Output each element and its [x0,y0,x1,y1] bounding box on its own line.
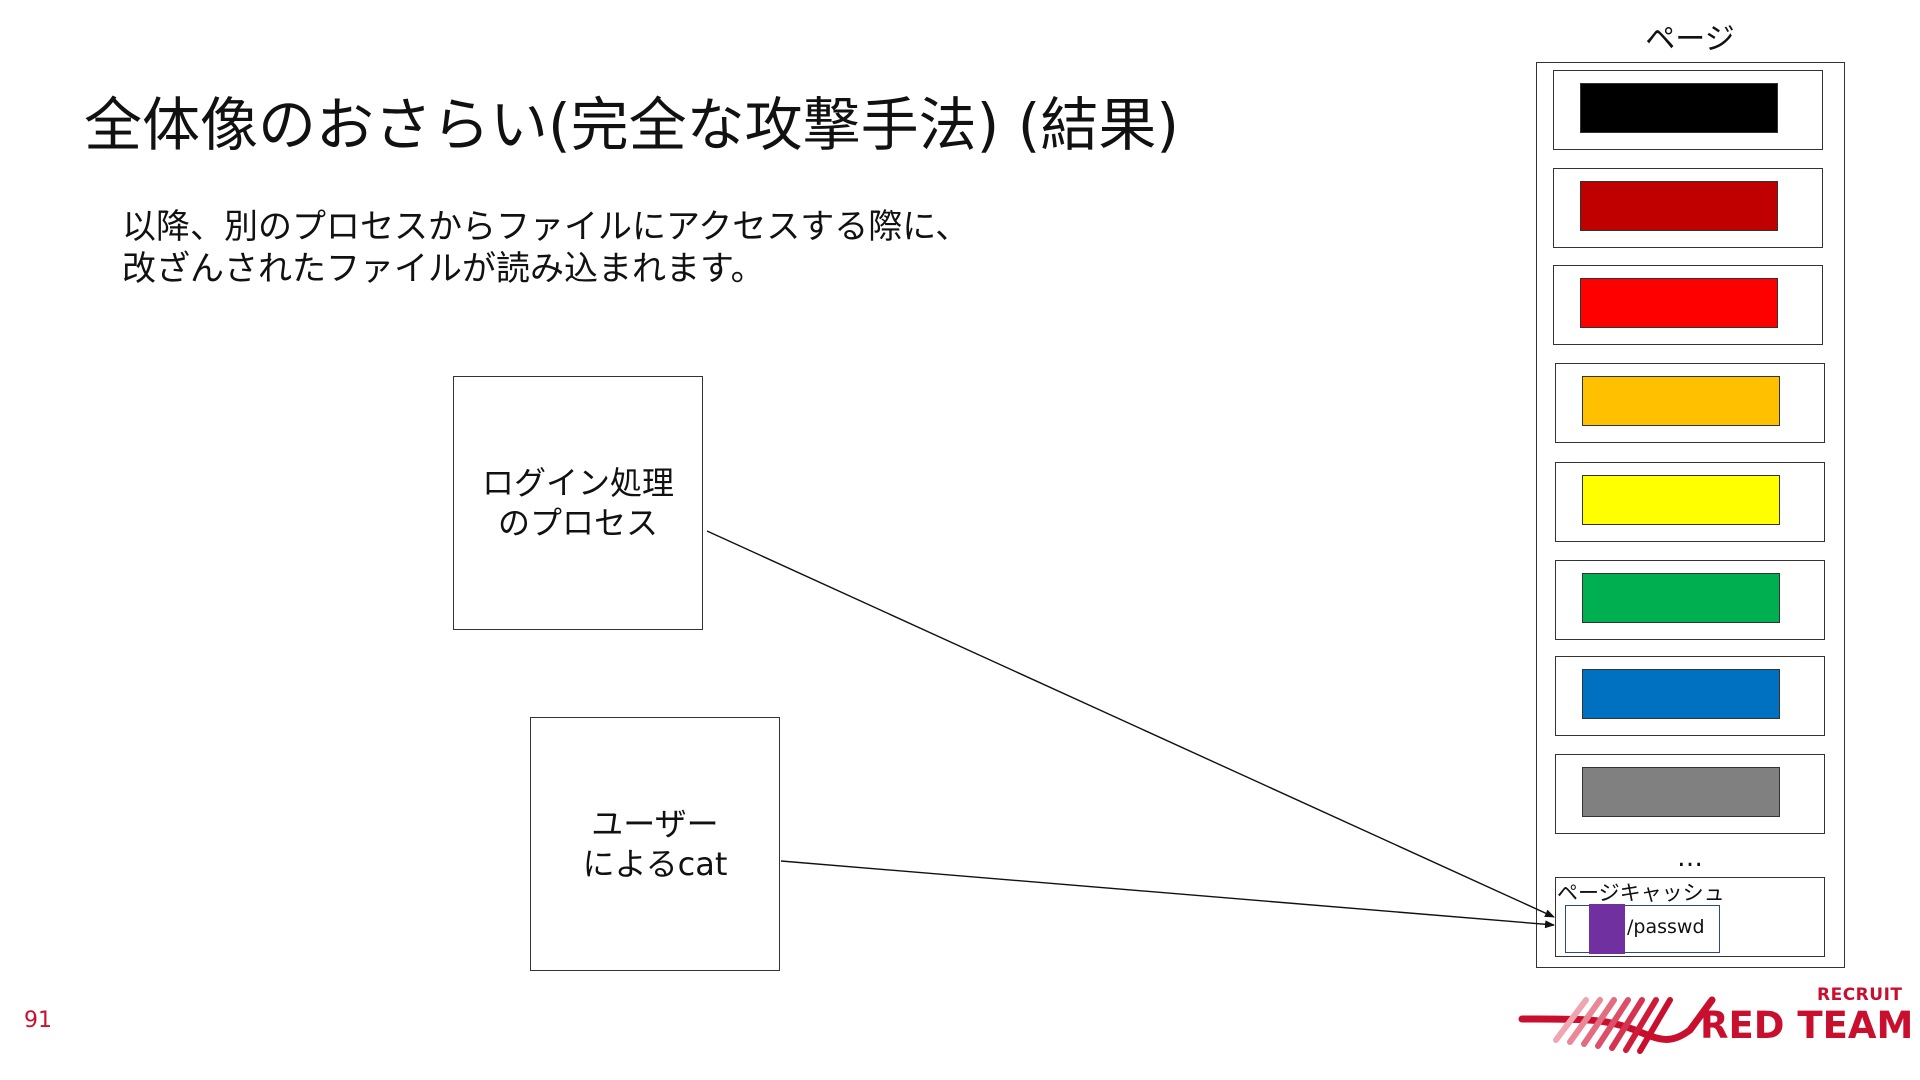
page-slot [1555,363,1825,443]
subtitle-line-2: 改ざんされたファイルが読み込まれます。 [122,249,765,289]
cat-to-cache-arrow [780,860,1555,929]
cat-process-label-line-1: ユーザー [591,805,719,843]
logo-swoosh-icon [1518,996,1716,1054]
login-to-cache-arrow [706,530,1555,918]
cat-process-label-line-2: によるcat [582,845,728,883]
page-slot [1555,754,1825,834]
login-process-label-line-1: ログイン処理 [481,464,674,502]
page-fill-gray [1582,767,1780,817]
page-fill-blue [1582,669,1780,719]
page-fill-green [1582,573,1780,623]
page-fill-dark-red [1580,181,1778,231]
page-slot [1553,265,1823,345]
page-number: 91 [24,1008,52,1033]
page-slot [1555,560,1825,640]
page-fill-orange [1582,376,1780,426]
login-process-box: ログイン処理 のプロセス [453,376,703,630]
page-fill-red [1580,278,1778,328]
page-cache-label: ページキャッシュ [1557,881,1725,905]
more-pages-ellipsis: … [1677,843,1705,873]
page-column-label: ページ [1645,22,1735,57]
logo-redteam-text: RED TEAM [1700,1004,1914,1047]
page-slot [1555,462,1825,542]
slide-title: 全体像のおさらい(完全な攻撃手法) (結果) [84,91,1179,159]
slide-subtitle: 以降、別のプロセスからファイルにアクセスする際に、 改ざんされたファイルが読み込… [122,206,969,290]
tampered-file-marker [1589,904,1625,954]
page-slot [1553,168,1823,248]
page-fill-yellow [1582,475,1780,525]
cached-file-name: /passwd [1627,916,1705,938]
page-slot [1555,656,1825,736]
page-slot [1553,70,1823,150]
cat-process-box: ユーザー によるcat [530,717,780,971]
login-process-label-line-2: のプロセス [497,504,658,542]
subtitle-line-1: 以降、別のプロセスからファイルにアクセスする際に、 [122,207,970,247]
page-fill-black [1580,83,1778,133]
logo-recruit-text: RECRUIT [1817,985,1903,1005]
